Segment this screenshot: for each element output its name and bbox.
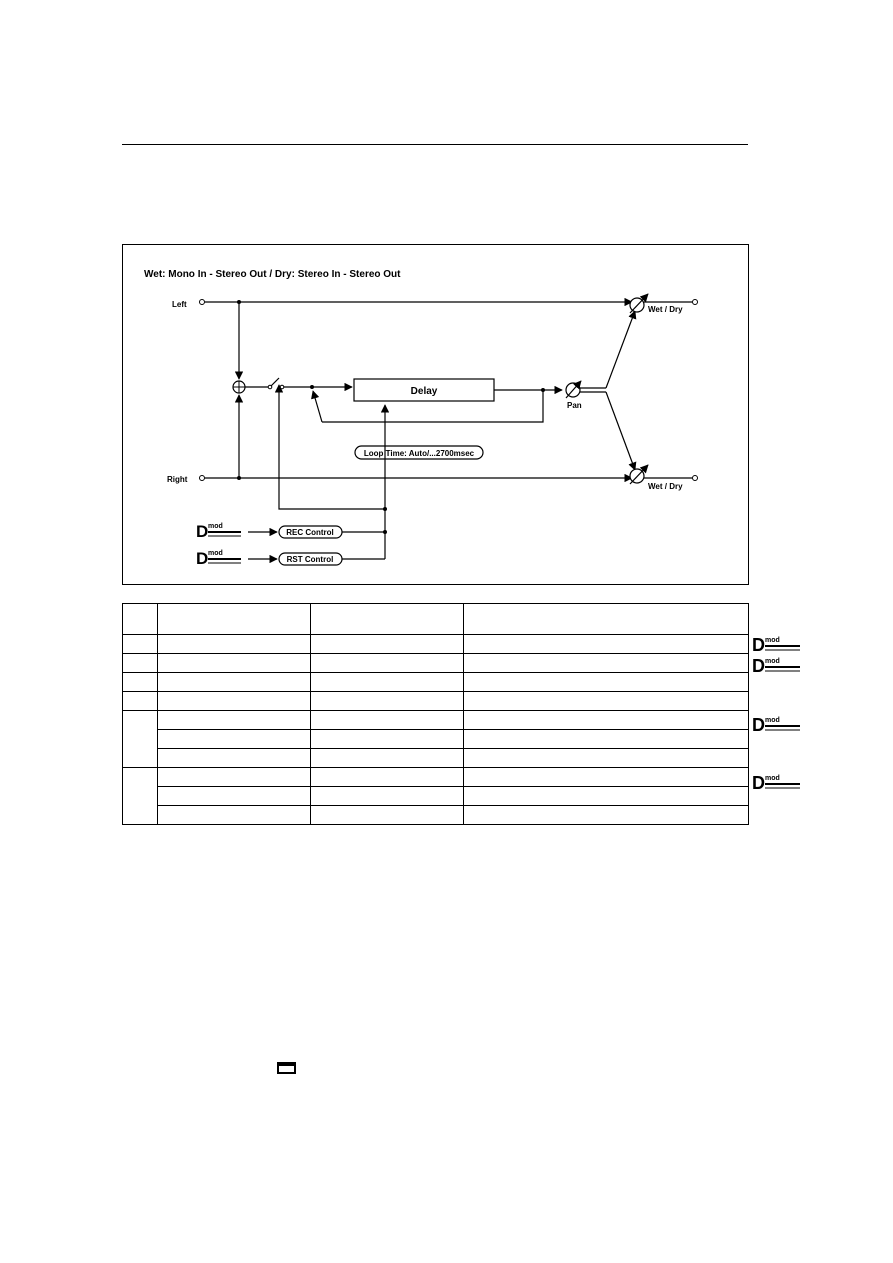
table-cell bbox=[463, 653, 749, 673]
delay-label: Delay bbox=[411, 386, 438, 397]
table-cell bbox=[157, 767, 311, 787]
table-cell bbox=[157, 710, 311, 730]
wetdry-bottom-icon bbox=[629, 464, 649, 485]
table-cell bbox=[463, 691, 749, 711]
svg-text:D: D bbox=[196, 549, 208, 568]
window-icon bbox=[277, 1062, 296, 1074]
svg-text:D: D bbox=[752, 656, 765, 674]
svg-text:mod: mod bbox=[208, 550, 223, 557]
table-cell bbox=[463, 603, 749, 635]
table-row bbox=[122, 653, 749, 673]
table-cell bbox=[463, 805, 749, 825]
dmod-icon: D mod bbox=[196, 522, 241, 541]
dmod-icon: D mod bbox=[752, 656, 800, 674]
table-header-row bbox=[122, 603, 749, 635]
table-row bbox=[122, 767, 749, 825]
dmod-icon: D mod bbox=[196, 549, 241, 568]
svg-text:D: D bbox=[752, 635, 765, 653]
table-cell bbox=[463, 634, 749, 654]
svg-text:mod: mod bbox=[765, 658, 780, 665]
table-cell bbox=[310, 603, 464, 635]
table-cell bbox=[463, 672, 749, 692]
input-right-label: Right bbox=[167, 475, 188, 484]
table-cell bbox=[310, 748, 464, 768]
table-cell bbox=[310, 634, 464, 654]
table-row bbox=[123, 748, 749, 768]
table-row bbox=[122, 672, 749, 692]
table-cell bbox=[157, 786, 311, 806]
input-left-terminal bbox=[199, 299, 205, 305]
table-cell bbox=[310, 691, 464, 711]
table-cell bbox=[463, 767, 749, 787]
table-cell bbox=[310, 710, 464, 730]
svg-text:mod: mod bbox=[765, 637, 780, 644]
rst-control-label: RST Control bbox=[287, 555, 334, 564]
svg-text:mod: mod bbox=[765, 775, 780, 782]
table-cell bbox=[310, 786, 464, 806]
rec-control-box bbox=[278, 525, 343, 539]
output-top-terminal bbox=[692, 299, 698, 305]
wetdry-top-icon bbox=[629, 293, 649, 314]
table-cell bbox=[463, 786, 749, 806]
table-row bbox=[123, 729, 749, 749]
wetdry-bottom-label: Wet / Dry bbox=[648, 482, 683, 491]
parameter-table bbox=[122, 603, 749, 825]
dmod-icon: D mod bbox=[752, 635, 800, 653]
table-cell bbox=[463, 729, 749, 749]
rec-control-label: REC Control bbox=[286, 528, 334, 537]
table-cell bbox=[310, 767, 464, 787]
table-row bbox=[122, 634, 749, 654]
table-cell bbox=[122, 691, 158, 711]
loop-time-box bbox=[354, 445, 484, 460]
wetdry-top-label: Wet / Dry bbox=[648, 305, 683, 314]
table-cell bbox=[122, 672, 158, 692]
table-cell bbox=[157, 603, 311, 635]
table-row bbox=[123, 805, 749, 825]
table-row bbox=[122, 710, 749, 768]
table-cell bbox=[157, 653, 311, 673]
table-row bbox=[122, 691, 749, 711]
output-bottom-terminal bbox=[692, 475, 698, 481]
svg-text:mod: mod bbox=[765, 717, 780, 724]
table-cell bbox=[310, 653, 464, 673]
table-cell bbox=[463, 710, 749, 730]
loop-time-label: Loop Time: Auto/...2700msec bbox=[364, 449, 475, 458]
table-cell bbox=[157, 748, 311, 768]
dmod-icon: D mod bbox=[752, 773, 800, 791]
table-cell bbox=[157, 672, 311, 692]
input-right-terminal bbox=[199, 475, 205, 481]
table-cell bbox=[463, 748, 749, 768]
table-cell bbox=[310, 729, 464, 749]
table-cell bbox=[310, 805, 464, 825]
svg-text:D: D bbox=[752, 715, 765, 733]
table-row bbox=[123, 786, 749, 806]
table-cell bbox=[122, 603, 158, 635]
table-cell bbox=[157, 634, 311, 654]
pan-icon bbox=[565, 380, 582, 399]
mix-sum-icon bbox=[232, 380, 246, 394]
svg-text:mod: mod bbox=[208, 523, 223, 530]
table-cell bbox=[157, 729, 311, 749]
pan-label: Pan bbox=[567, 401, 582, 410]
table-cell bbox=[122, 634, 158, 654]
svg-text:D: D bbox=[752, 773, 765, 791]
table-cell bbox=[310, 672, 464, 692]
diagram-title: Wet: Mono In - Stereo Out / Dry: Stereo … bbox=[144, 269, 401, 280]
table-cell bbox=[157, 691, 311, 711]
svg-text:D: D bbox=[196, 522, 208, 541]
dmod-icon: D mod bbox=[752, 715, 800, 733]
input-left-label: Left bbox=[172, 300, 187, 309]
table-cell bbox=[122, 653, 158, 673]
table-cell bbox=[122, 710, 158, 768]
table-cell bbox=[122, 767, 158, 825]
top-rule bbox=[122, 144, 748, 145]
rst-control-box bbox=[278, 552, 343, 566]
table-cell bbox=[157, 805, 311, 825]
effect-block-diagram: Wet: Mono In - Stereo Out / Dry: Stereo … bbox=[122, 244, 749, 585]
